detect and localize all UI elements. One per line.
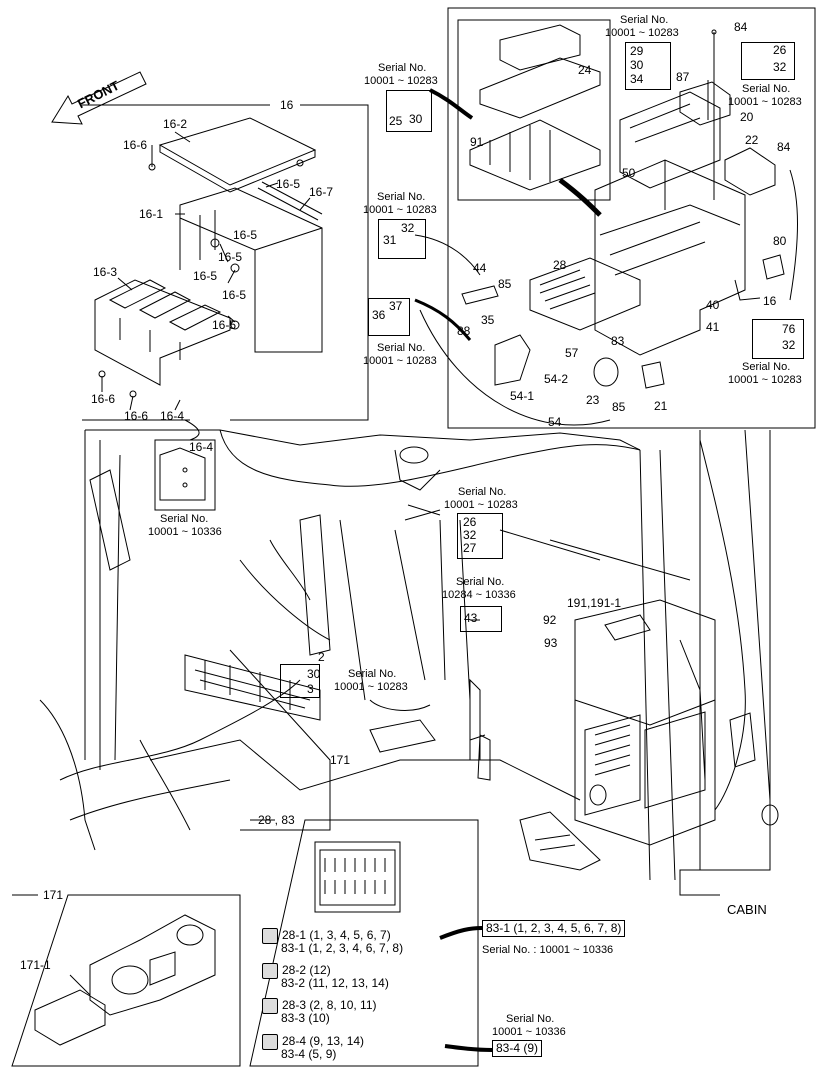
box-16-frame [82,104,369,421]
box-control-frame [447,7,816,429]
box-171-frame [11,894,241,1067]
front-arrow [51,71,147,125]
box-fuse-frame [249,819,479,1067]
